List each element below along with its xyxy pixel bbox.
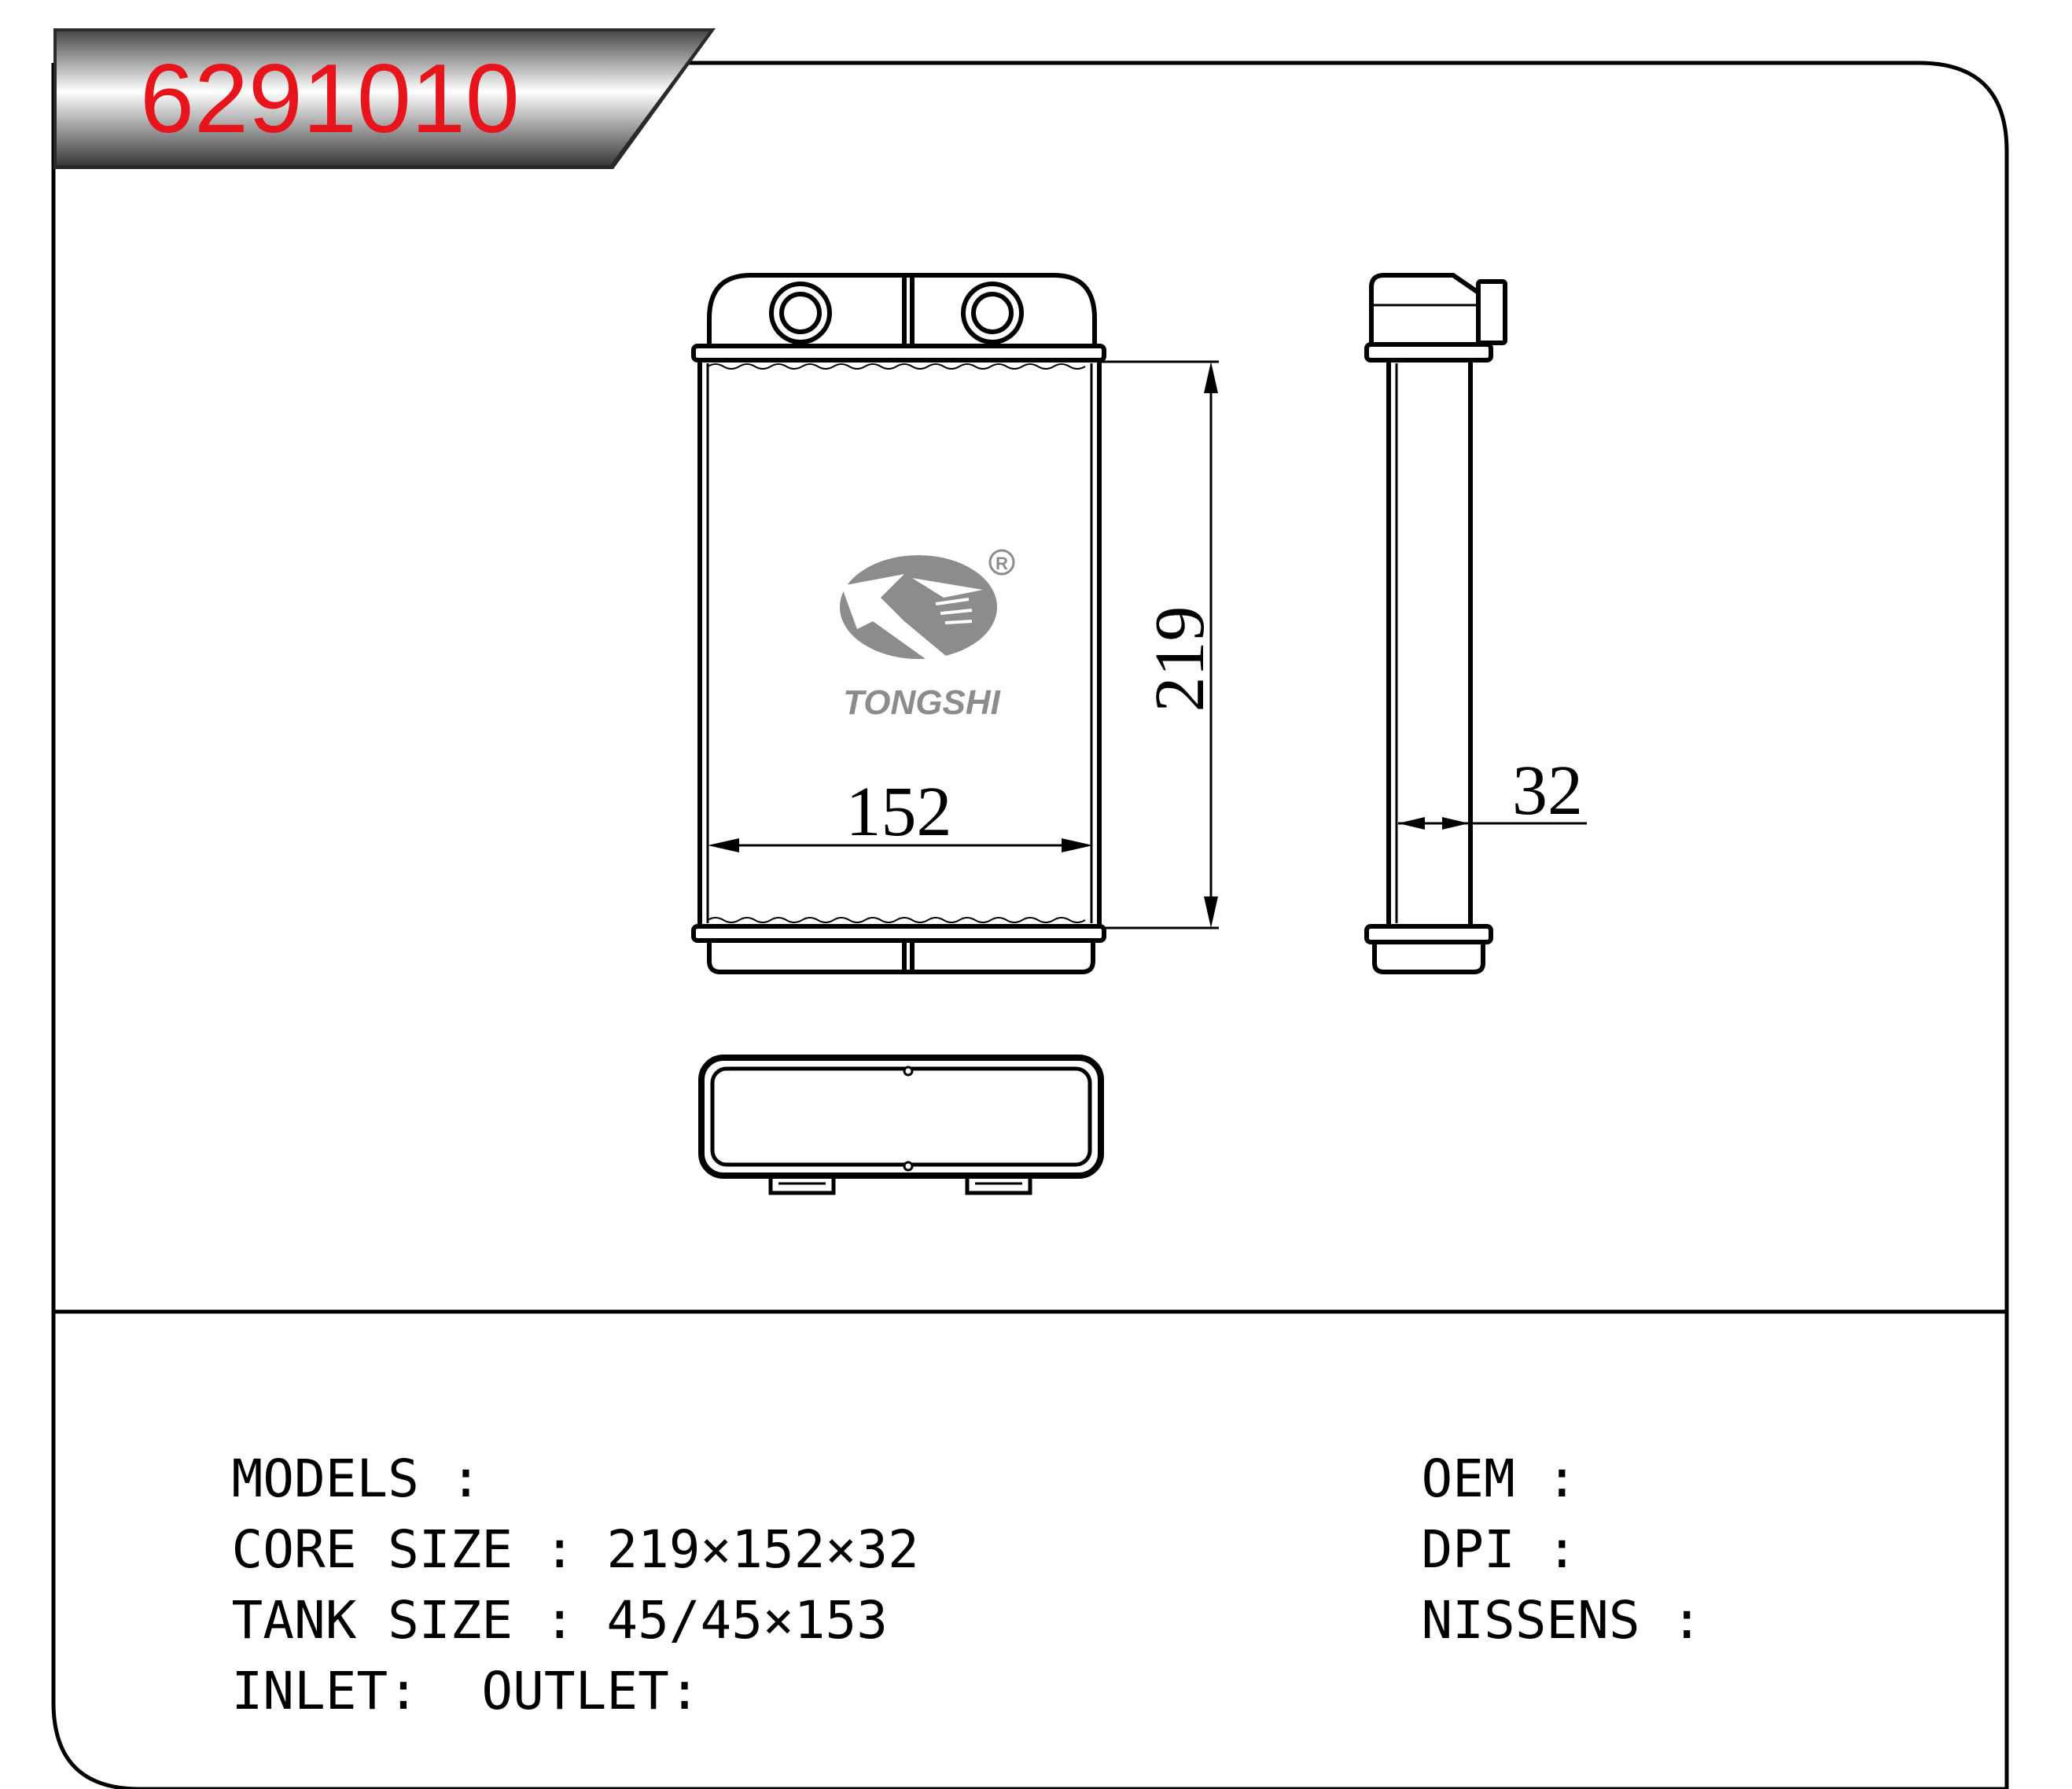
spec-inlet-sep <box>419 1661 481 1721</box>
spec-models-sep: : <box>418 1449 482 1509</box>
spec-oem-label: OEM <box>1421 1449 1515 1509</box>
spec-nissens-sep: : <box>1640 1590 1703 1651</box>
top-tank <box>707 273 1097 346</box>
side-view <box>1364 273 1507 974</box>
spec-dpi-sep: : <box>1514 1519 1578 1580</box>
spec-oem: OEM : <box>1359 1401 1577 1505</box>
spec-outlet-label: OUTLET: <box>481 1661 701 1721</box>
side-bottom-plate <box>1364 924 1493 944</box>
bottom-tank <box>707 941 1095 974</box>
bottom-header-plate <box>691 924 1106 943</box>
brand-name: TONGSHI <box>843 683 1000 722</box>
spec-core-size-sep: : <box>513 1519 607 1580</box>
tongshi-logo: R TONGSHI <box>840 549 1015 722</box>
spec-models: MODELS : <box>169 1401 481 1505</box>
spec-core-size-value: 219×152×32 <box>606 1519 919 1580</box>
inlet-pipe <box>769 282 832 344</box>
dimension-lines <box>708 360 1219 929</box>
spec-tank-size-label: TANK SIZE <box>231 1590 513 1651</box>
registered-mark-icon <box>988 549 1015 576</box>
bottom-view-outer <box>698 1055 1104 1179</box>
part-number: 6291010 <box>140 45 520 153</box>
spec-nissens-label: NISSENS <box>1421 1590 1640 1651</box>
spec-oem-sep: : <box>1514 1449 1578 1509</box>
bottom-view-inner <box>710 1066 1092 1167</box>
spec-core-size: CORE SIZE : 219×152×32 <box>169 1472 918 1576</box>
spec-inlet-label: INLET: <box>231 1661 419 1721</box>
spec-inlet-outlet: INLET: OUTLET: <box>169 1614 700 1717</box>
spec-tank-size-value: 45/45×153 <box>606 1590 888 1651</box>
spec-nissens: NISSENS : <box>1359 1543 1702 1647</box>
bottom-pipe-right <box>965 1173 1032 1195</box>
depth-dimension-lines <box>1398 817 1587 830</box>
side-bottom-tank <box>1372 942 1485 974</box>
side-top-tank <box>1369 273 1481 344</box>
side-core <box>1386 358 1473 929</box>
depth-dimension: 32 <box>1512 752 1583 830</box>
spec-core-size-label: CORE SIZE <box>231 1519 513 1580</box>
sheet-frame <box>51 61 2009 1789</box>
spec-dpi: DPI : <box>1359 1472 1577 1576</box>
registered-mark: R <box>996 554 1008 573</box>
spec-dpi-label: DPI <box>1421 1519 1515 1580</box>
outlet-pipe <box>961 282 1024 344</box>
width-dimension: 152 <box>846 773 952 851</box>
height-dimension: 219 <box>1141 606 1219 712</box>
spec-tank-size: TANK SIZE : 45/45×153 <box>169 1543 887 1647</box>
title-banner: 6291010 <box>53 28 716 169</box>
bottom-pipe-left <box>768 1173 836 1195</box>
spec-tank-size-sep: : <box>513 1590 607 1651</box>
bottom-view <box>698 1055 1104 1195</box>
spec-models-label: MODELS <box>231 1449 419 1509</box>
